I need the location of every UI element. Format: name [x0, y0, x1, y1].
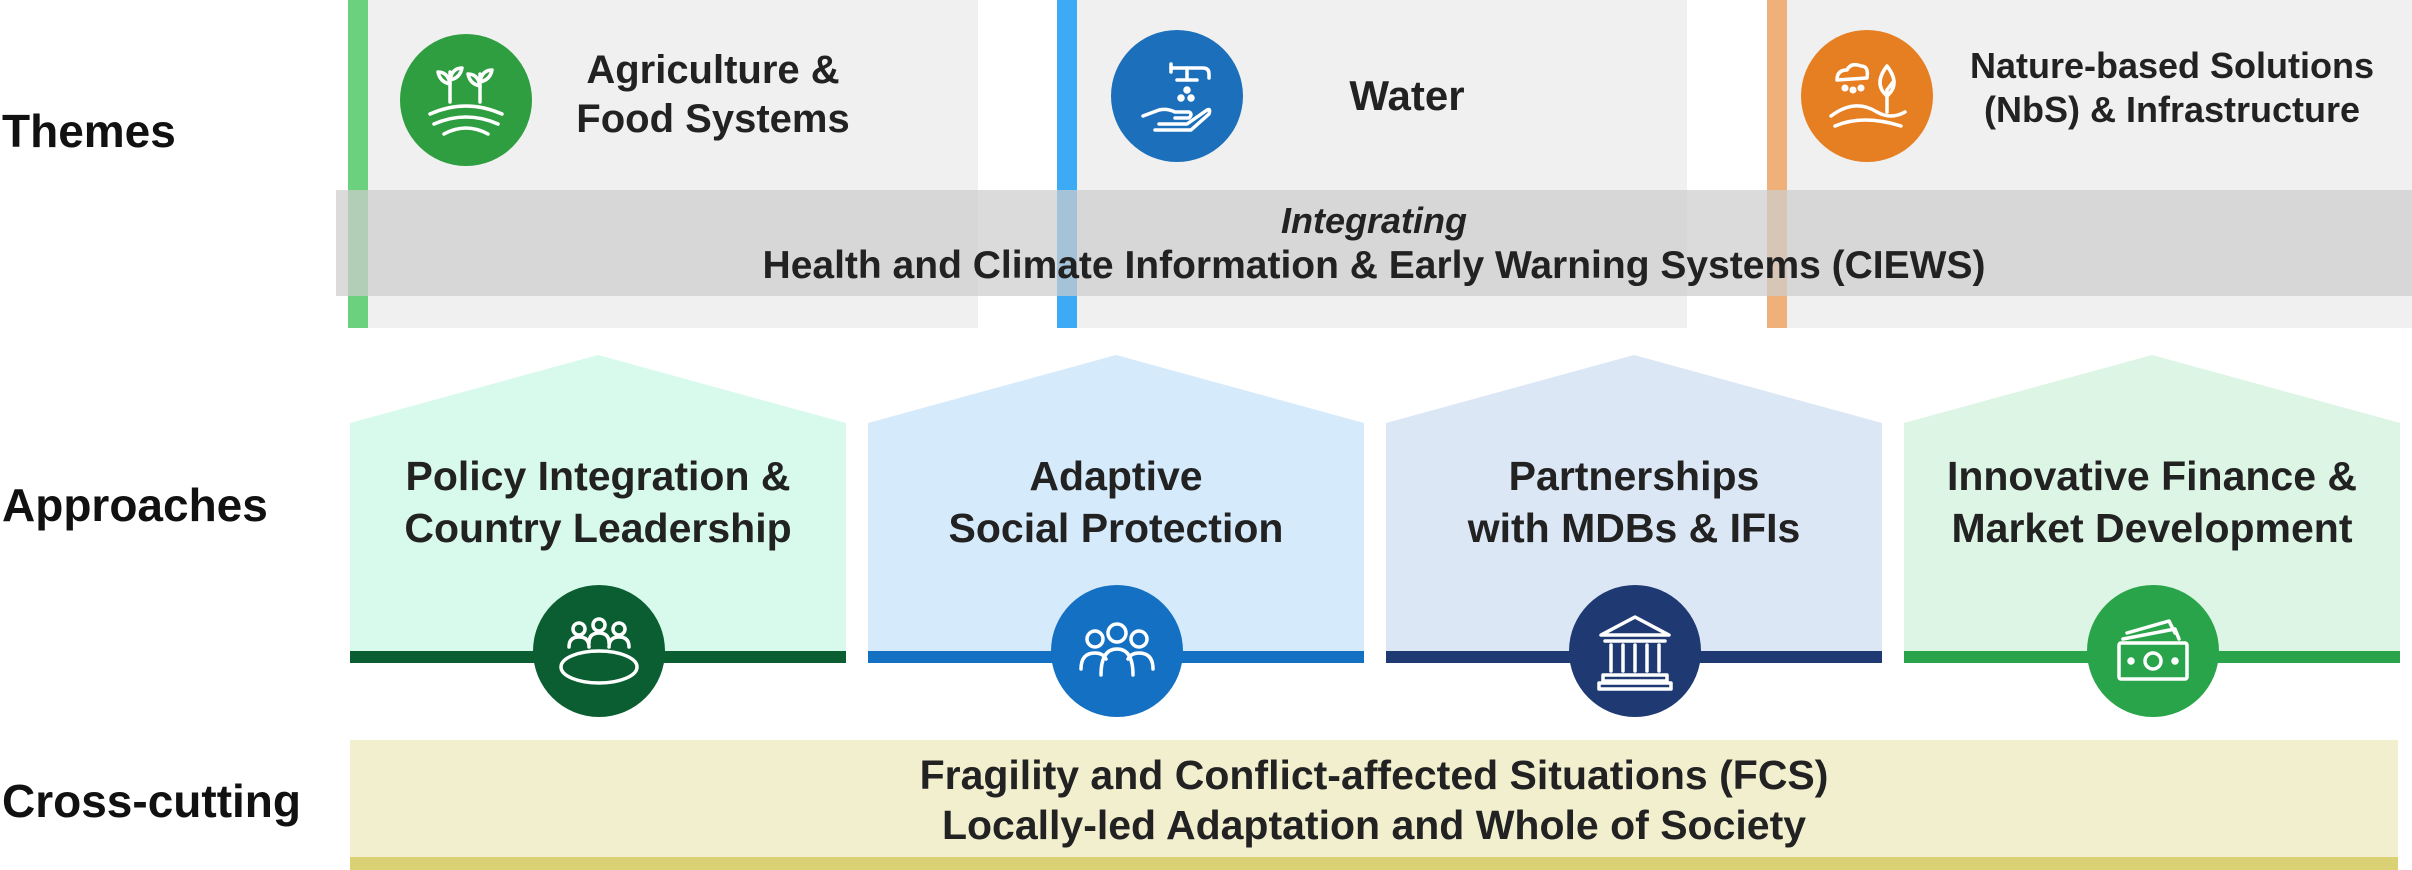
cross-cutting-line2: Locally-led Adaptation and Whole of Soci… — [941, 802, 1807, 848]
theme-title-line1: Water — [1349, 72, 1465, 119]
theme-title-line1: Agriculture & — [586, 48, 840, 92]
approach-title-line1: Innovative Finance & — [1946, 453, 2358, 499]
row-label-themes: Themes — [2, 105, 176, 157]
approach-title-line2: Social Protection — [948, 505, 1284, 552]
money-bills-icon — [2087, 585, 2219, 717]
theme-title-line2: Food Systems — [576, 96, 850, 141]
integrating-band: Integrating Health and Climate Informati… — [336, 190, 2412, 296]
approach-card-social-protection: Adaptive Social Protection — [868, 355, 1364, 717]
row-label-approaches: Approaches — [2, 479, 268, 531]
cross-cutting-band: Fragility and Conflict-affected Situatio… — [350, 740, 2398, 870]
approach-title-line1: Policy Integration & — [405, 453, 791, 499]
meeting-table-icon — [533, 585, 665, 717]
approach-title-line2: Country Leadership — [404, 505, 792, 552]
cross-cutting-line1: Fragility and Conflict-affected Situatio… — [919, 752, 1829, 798]
theme-title-line2: (NbS) & Infrastructure — [1983, 88, 2361, 130]
approach-card-policy: Policy Integration & Country Leadership — [350, 355, 846, 717]
theme-title-line1: Nature-based Solutions — [1969, 45, 2375, 86]
water-tap-hand-icon — [1111, 30, 1243, 162]
integrating-label: Integrating — [1281, 200, 1467, 241]
nature-landscape-icon — [1801, 30, 1933, 162]
integrating-text: Health and Climate Information & Early W… — [762, 244, 1986, 287]
agriculture-field-icon — [400, 34, 532, 166]
approach-title-line1: Partnerships — [1508, 453, 1760, 499]
approach-title-line1: Adaptive — [1029, 453, 1203, 499]
approach-title-line2: with MDBs & IFIs — [1467, 505, 1801, 552]
row-label-cross-cutting: Cross-cutting — [2, 775, 301, 827]
approach-title-line2: Market Development — [1951, 505, 2353, 552]
approach-card-finance: Innovative Finance & Market Development — [1904, 355, 2400, 717]
bank-building-icon — [1569, 585, 1701, 717]
people-group-icon — [1051, 585, 1183, 717]
approach-card-partnerships: Partnerships with MDBs & IFIs — [1386, 355, 1882, 717]
cross-cutting-accent-bar — [350, 857, 2398, 870]
